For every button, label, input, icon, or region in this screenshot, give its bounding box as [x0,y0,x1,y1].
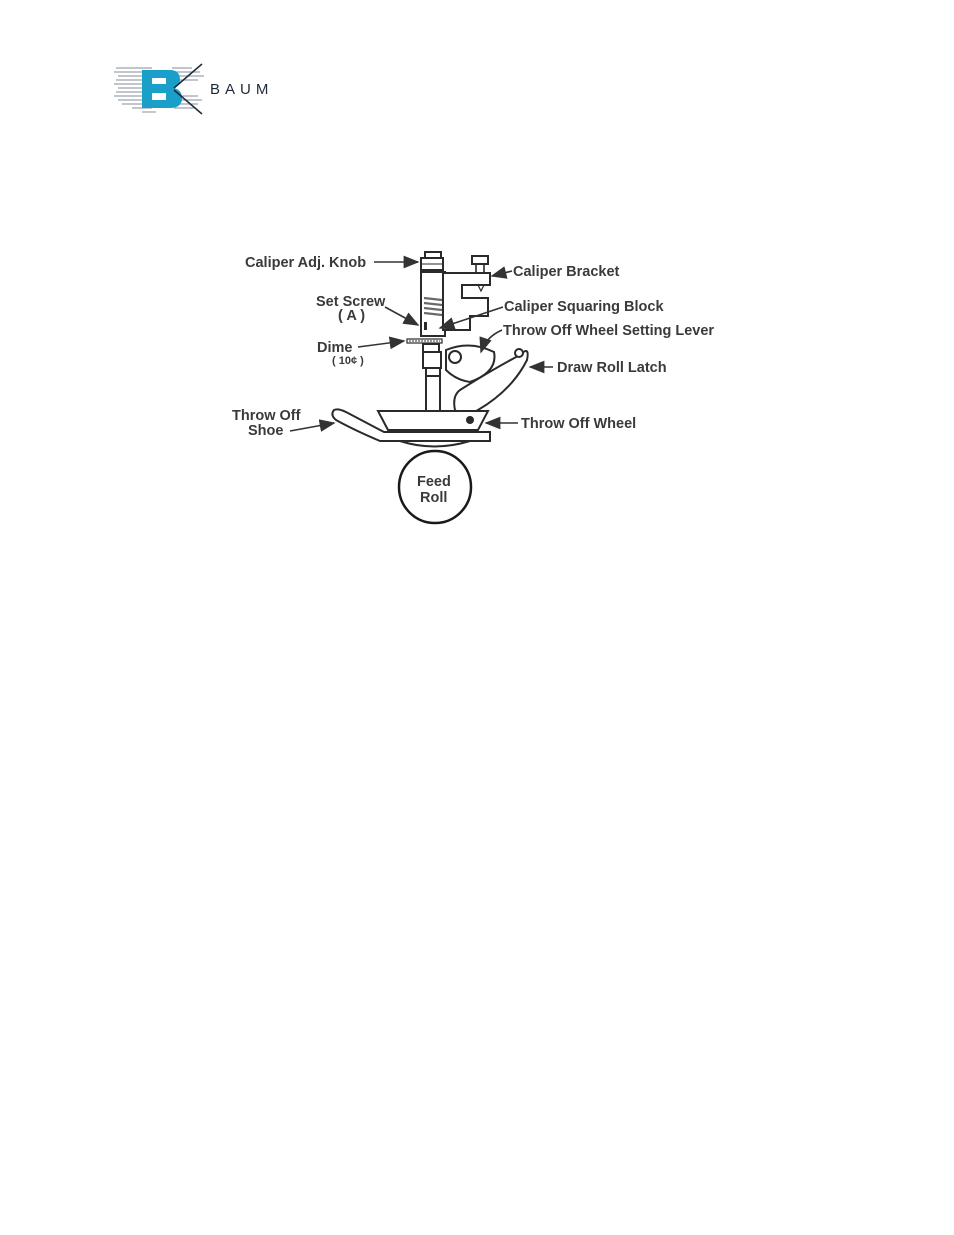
caliper-adj-knob [421,252,443,270]
label-feed-roll-line2: Roll [420,490,447,506]
label-feed-roll-line1: Feed [417,474,451,490]
label-set-screw-sub: ( A ) [338,308,365,324]
caliper-bracket-arrow [492,271,512,276]
label-throw-off-wheel: Throw Off Wheel [521,416,636,432]
label-caliper-adj-knob: Caliper Adj. Knob [245,255,366,271]
label-caliper-squaring-block: Caliper Squaring Block [504,299,664,315]
label-dime: Dime [317,340,352,356]
dime-arrow [358,341,404,347]
dime [407,339,442,343]
label-caliper-bracket: Caliper Bracket [513,264,620,280]
label-throw-off-shoe-line2: Shoe [248,423,283,439]
throw-off-shoe-arrow [290,423,334,431]
set-screw-arrow [385,307,418,325]
label-draw-roll-latch: Draw Roll Latch [557,360,667,376]
label-dime-sub: ( 10¢ ) [332,355,364,367]
label-throw-off-wheel-setting-lever: Throw Off Wheel Setting Lever [503,323,714,339]
throw-off-wheel [378,411,488,430]
label-throw-off-shoe-line1: Throw Off [232,408,301,424]
caliper-squaring-block [421,272,445,336]
